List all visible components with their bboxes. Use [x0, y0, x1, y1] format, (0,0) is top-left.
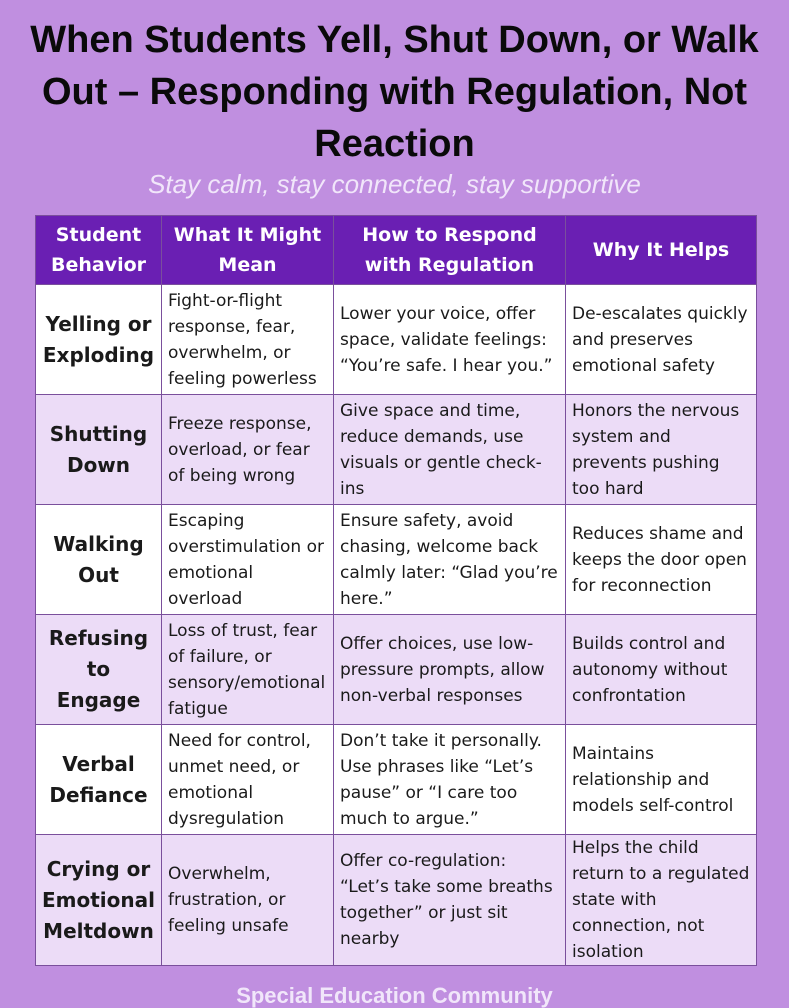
table-row: Verbal Defiance Need for control, unmet …: [35, 724, 757, 835]
table-row: Crying or Emotional Meltdown Overwhelm, …: [35, 834, 757, 966]
response-cell: Don’t take it personally. Use phrases li…: [333, 724, 566, 835]
why-cell: De-escalates quickly and preserves emoti…: [565, 284, 757, 395]
behavior-cell: Crying or Emotional Meltdown: [35, 834, 162, 966]
page-title: When Students Yell, Shut Down, or Walk O…: [30, 19, 759, 165]
why-cell: Honors the nervous system and prevents p…: [565, 394, 757, 505]
response-cell: Offer co-regulation: “Let’s take some br…: [333, 834, 566, 966]
meaning-cell: Fight-or-flight response, fear, overwhel…: [161, 284, 334, 395]
response-cell: Lower your voice, offer space, validate …: [333, 284, 566, 395]
behavior-cell: Yelling or Exploding: [35, 284, 162, 395]
header-how-to-respond: How to Respond with Regulation: [333, 215, 566, 285]
table-row: Shutting Down Freeze response, overload,…: [35, 394, 757, 505]
response-cell: Offer choices, use low-pressure prompts,…: [333, 614, 566, 725]
table-row: Refusing to Engage Loss of trust, fear o…: [35, 614, 757, 725]
table-header-row: Student Behavior What It Might Mean How …: [35, 215, 757, 285]
response-cell: Ensure safety, avoid chasing, welcome ba…: [333, 504, 566, 615]
why-cell: Reduces shame and keeps the door open fo…: [565, 504, 757, 615]
table-row: Yelling or Exploding Fight-or-flight res…: [35, 284, 757, 395]
behavior-cell: Shutting Down: [35, 394, 162, 505]
meaning-cell: Overwhelm, frustration, or feeling unsaf…: [161, 834, 334, 966]
header-student-behavior: Student Behavior: [35, 215, 162, 285]
behavior-table: Student Behavior What It Might Mean How …: [35, 215, 757, 966]
behavior-cell: Refusing to Engage: [35, 614, 162, 725]
meaning-cell: Need for control, unmet need, or emotion…: [161, 724, 334, 835]
why-cell: Helps the child return to a regulated st…: [565, 834, 757, 966]
header-what-it-might-mean: What It Might Mean: [161, 215, 334, 285]
behavior-cell: Verbal Defiance: [35, 724, 162, 835]
header-why-it-helps: Why It Helps: [565, 215, 757, 285]
meaning-cell: Freeze response, overload, or fear of be…: [161, 394, 334, 505]
meaning-cell: Loss of trust, fear of failure, or senso…: [161, 614, 334, 725]
meaning-cell: Escaping overstimulation or emotional ov…: [161, 504, 334, 615]
footer-credit: Special Education Community: [236, 983, 553, 1008]
why-cell: Builds control and autonomy without conf…: [565, 614, 757, 725]
table-row: Walking Out Escaping overstimulation or …: [35, 504, 757, 615]
response-cell: Give space and time, reduce demands, use…: [333, 394, 566, 505]
behavior-cell: Walking Out: [35, 504, 162, 615]
subtitle: Stay calm, stay connected, stay supporti…: [148, 169, 641, 199]
why-cell: Maintains relationship and models self-c…: [565, 724, 757, 835]
